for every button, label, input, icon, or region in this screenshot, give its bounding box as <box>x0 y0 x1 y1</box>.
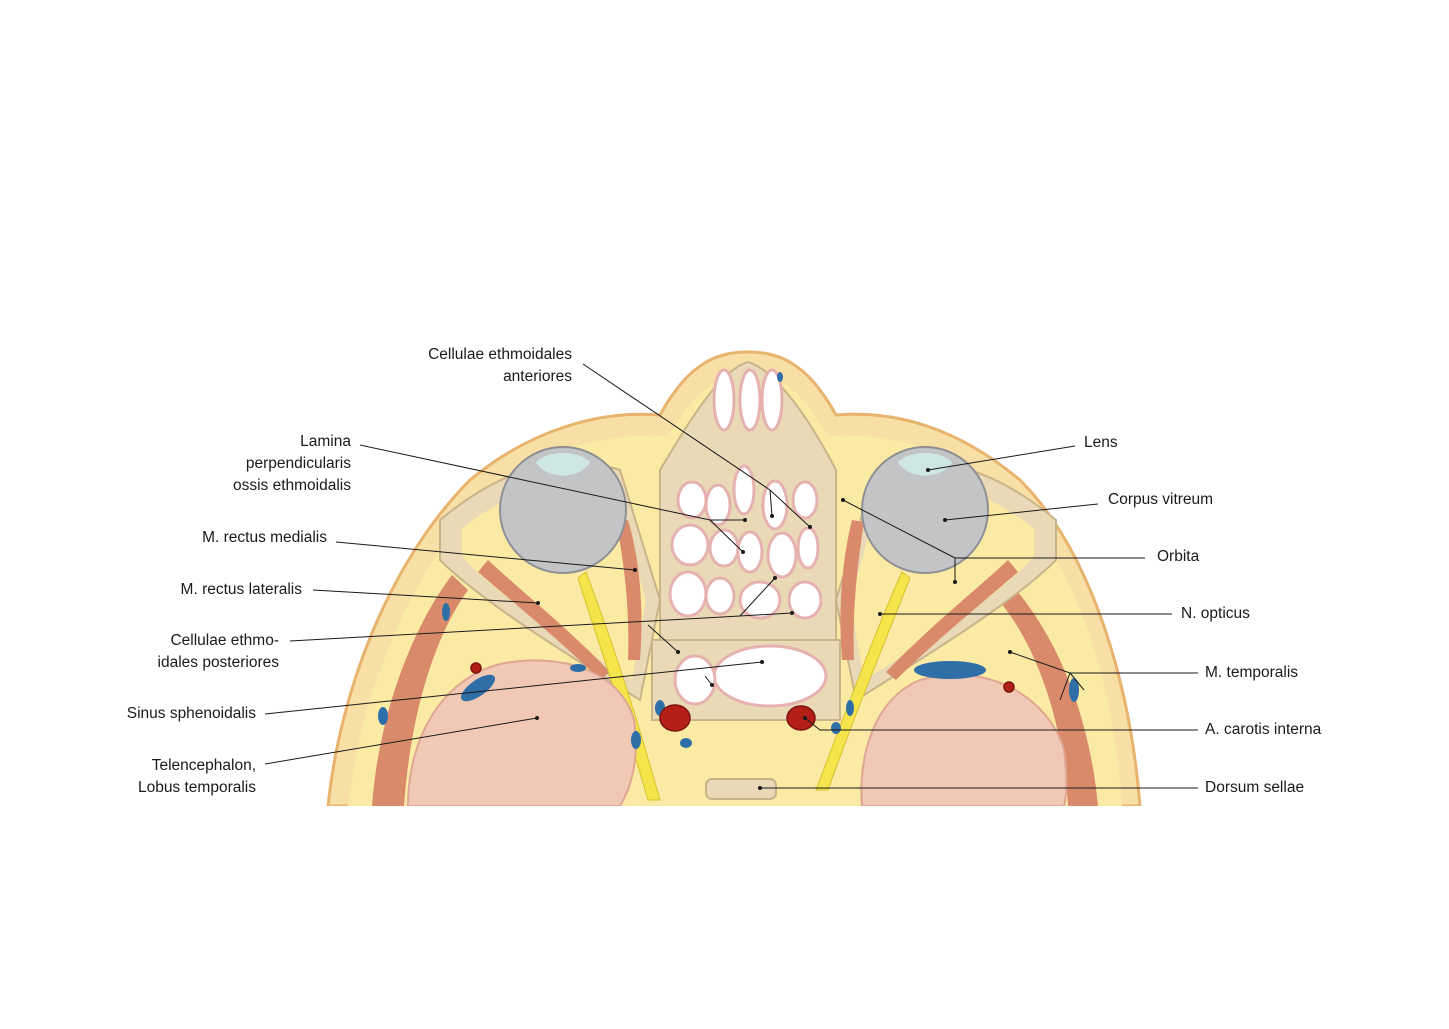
leader-dot <box>878 612 882 616</box>
vein-3 <box>378 707 388 725</box>
vein-5 <box>914 661 986 679</box>
leader-dot <box>633 568 637 572</box>
ethmoid-air-cells <box>668 368 823 620</box>
vein-2 <box>442 603 450 621</box>
leader-dot <box>535 716 539 720</box>
dorsum-sellae-bone <box>705 778 777 800</box>
rectus-medialis-right <box>840 520 864 660</box>
ethmoid-cell <box>766 531 798 579</box>
ethmoid-cell <box>704 576 736 616</box>
temporalis-left <box>372 575 468 806</box>
ethmoid-cell <box>787 580 823 620</box>
label-telencephalon: Telencephalon,Lobus temporalis <box>137 757 256 796</box>
label-corpus-vitreum: Corpus vitreum <box>1108 491 1214 508</box>
label-m-temporalis: M. temporalis <box>1205 664 1299 681</box>
label-rectus-medialis: M. rectus medialis <box>202 529 327 546</box>
vein-10 <box>831 722 841 734</box>
lens-right <box>898 453 952 476</box>
temporalis-right <box>1000 585 1098 806</box>
eyeball-left <box>499 446 627 574</box>
vein-4 <box>570 664 586 672</box>
ethmoid-cell <box>670 523 710 567</box>
leader-dot <box>770 514 774 518</box>
lens-left <box>536 453 590 476</box>
leader-dot <box>758 786 762 790</box>
leader-dot <box>790 611 794 615</box>
leader-dot <box>676 650 680 654</box>
label-a-carotis-interna: A. carotis interna <box>1205 721 1322 738</box>
ethmoid-cell <box>760 368 784 432</box>
leader-dot <box>1008 650 1012 654</box>
leader-dot <box>953 580 957 584</box>
leader-dot <box>808 525 812 529</box>
sphenoid-sinus-cavity <box>712 644 828 708</box>
vein-8 <box>680 738 692 748</box>
label-dorsum-sellae: Dorsum sellae <box>1205 779 1305 796</box>
label-sinus-sphenoidalis: Sinus sphenoidalis <box>126 705 256 722</box>
rectus-lateralis-right <box>886 560 1018 680</box>
ethmoid-cell <box>708 528 740 568</box>
rectus-lateralis-left <box>478 560 610 680</box>
leader-dot <box>743 518 747 522</box>
leader-dot <box>536 601 540 605</box>
vein-12 <box>777 372 783 382</box>
leader-dot <box>760 660 764 664</box>
leader-dot <box>710 683 714 687</box>
ethmoid-cell <box>704 483 732 527</box>
ethmoid-cell <box>732 464 756 516</box>
leader-dot <box>741 550 745 554</box>
leader-dot <box>841 498 845 502</box>
label-rectus-lateralis: M. rectus lateralis <box>180 581 302 598</box>
rectus-medialis-left <box>616 520 642 660</box>
carotid-right <box>786 705 816 731</box>
ethmoid-cell <box>761 479 789 531</box>
leader-lines <box>264 363 1198 789</box>
ethmoid-cell <box>676 480 708 520</box>
carotid-left <box>659 704 691 732</box>
ethmoid-cell <box>738 368 762 432</box>
temporal-lobe-right <box>860 673 1068 806</box>
leader-dot <box>803 716 807 720</box>
ethmoid-cell <box>738 580 782 620</box>
leader-dots <box>535 468 1012 790</box>
label-lens: Lens <box>1084 434 1118 451</box>
vein-11 <box>846 700 854 716</box>
label-orbita: Orbita <box>1157 548 1200 565</box>
leader-dot <box>926 468 930 472</box>
ethmoid-cell <box>791 480 819 520</box>
vein-6 <box>1069 678 1079 702</box>
optic-nerve-right <box>815 571 911 791</box>
label-n-opticus: N. opticus <box>1181 605 1250 622</box>
artery-small-1 <box>470 662 482 674</box>
leader-dot <box>943 518 947 522</box>
leader-dot <box>773 576 777 580</box>
vein-1 <box>460 674 496 702</box>
ethmoid-cell <box>668 570 708 618</box>
ethmoid-cell <box>712 368 736 432</box>
ethmoid-cell <box>796 526 820 570</box>
vein-7 <box>631 731 641 749</box>
label-cellulae-posteriores: Cellulae ethmo-idales posteriores <box>157 632 279 671</box>
artery-small-2 <box>1003 681 1015 693</box>
ethmoid-cell <box>736 530 764 574</box>
